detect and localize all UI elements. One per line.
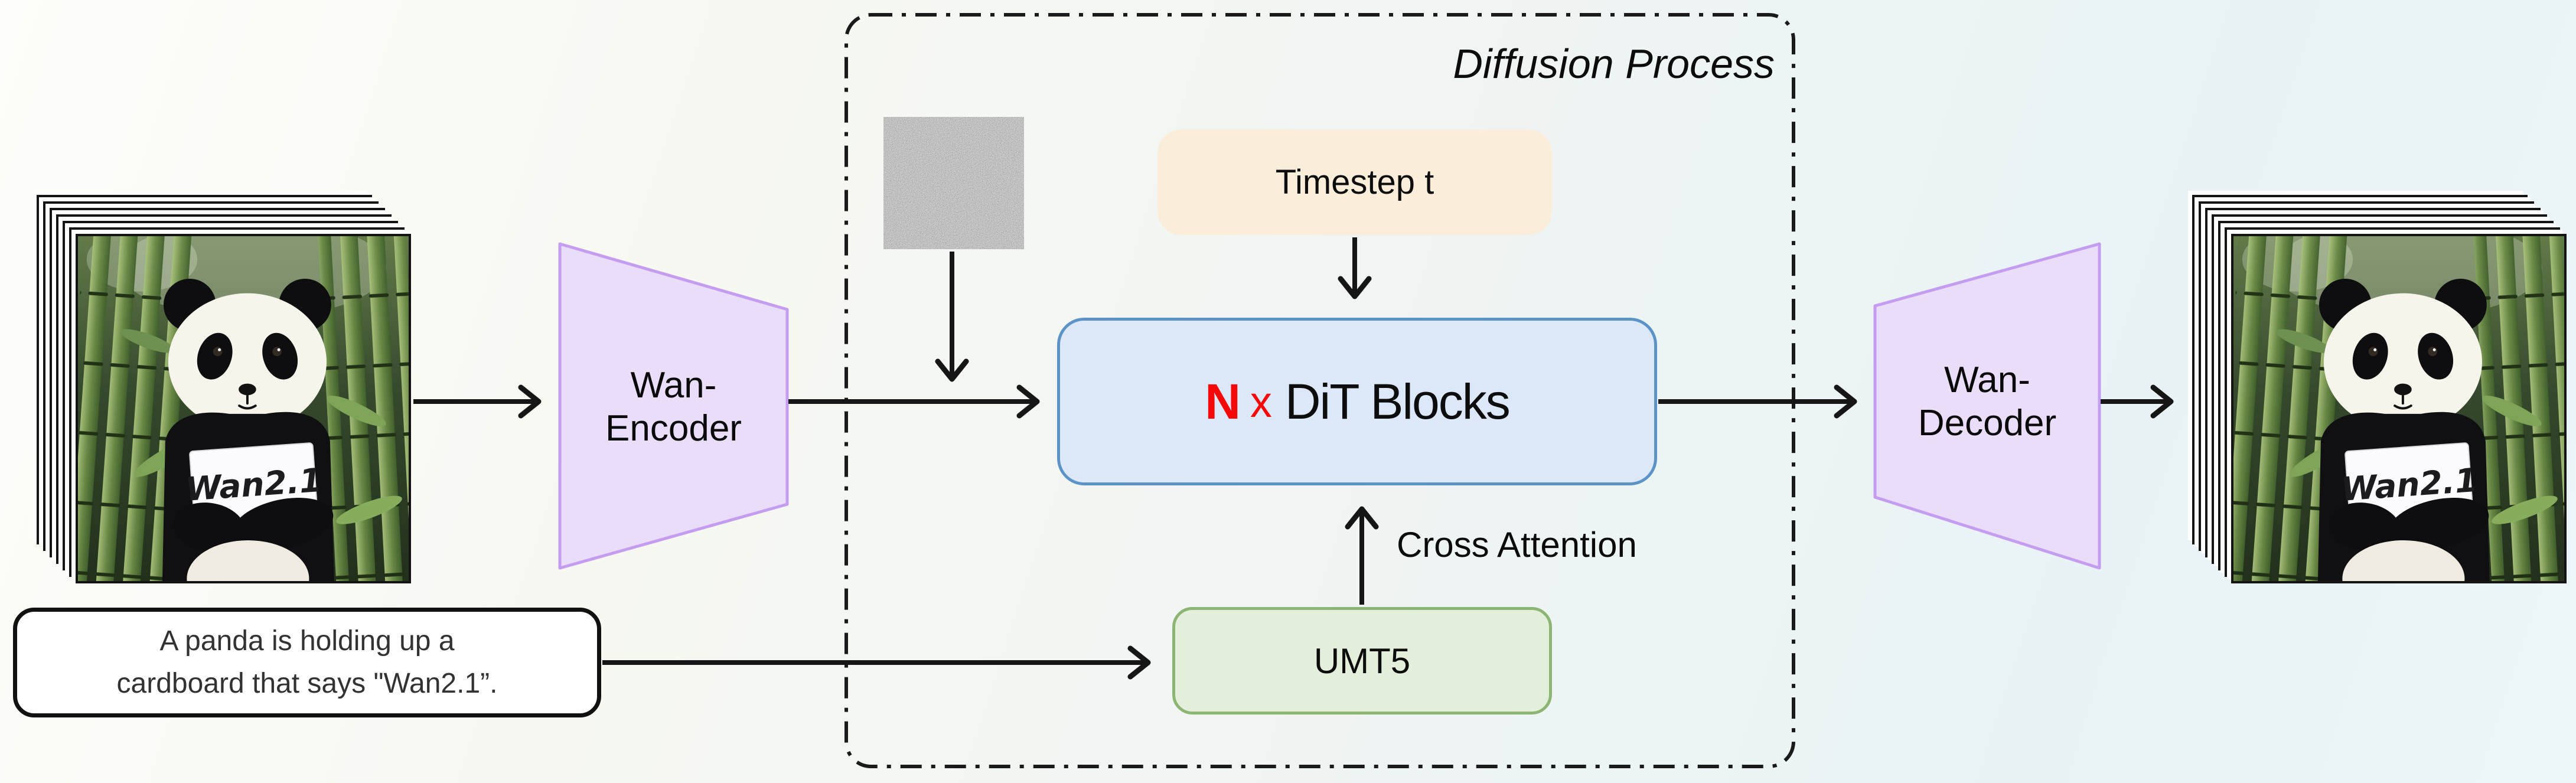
arrows [413, 237, 2174, 680]
prompt-text-box: A panda is holding up a cardboard that s… [13, 608, 601, 717]
wan-encoder-trapezoid [558, 242, 789, 570]
cross-attention-label: Cross Attention [1397, 525, 1637, 565]
wan-decoder-label: Wan- Decoder [1918, 359, 2057, 443]
wan-decoder-trapezoid [1873, 242, 2101, 570]
prompt-line-1: A panda is holding up a [159, 625, 455, 657]
dit-blocks-box: N x DiT Blocks [1057, 318, 1657, 485]
dit-times: x [1250, 377, 1272, 426]
timestep-box: Timestep t [1157, 129, 1552, 235]
dit-label: DiT Blocks [1284, 373, 1511, 429]
noise-image [883, 117, 1024, 249]
video-frame-front [2231, 234, 2567, 583]
video-frame-front [76, 234, 411, 583]
prompt-line-2: cardboard that says "Wan2.1”. [116, 668, 498, 699]
diffusion-process-title: Diffusion Process [1453, 41, 1775, 87]
umt5-box: UMT5 [1172, 607, 1552, 715]
wan-encoder-label: Wan- Encoder [605, 364, 742, 449]
dit-multiplier: N [1205, 373, 1241, 429]
diffusion-process-dashed-box [844, 13, 1795, 768]
output-video-stack [2192, 195, 2567, 583]
input-video-stack [37, 195, 411, 583]
